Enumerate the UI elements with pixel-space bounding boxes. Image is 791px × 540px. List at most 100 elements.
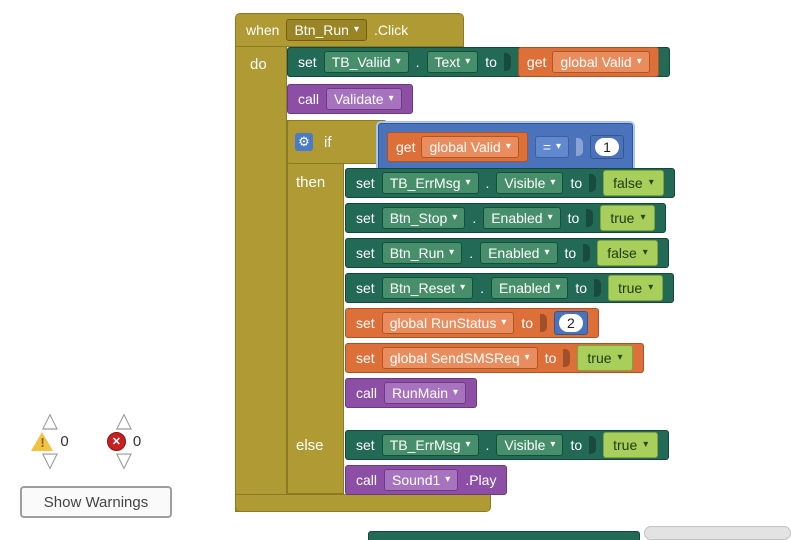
value-socket [576, 138, 584, 156]
dot-separator: . [485, 175, 490, 191]
partial-block-bottom-edge[interactable] [368, 531, 640, 540]
when-block-bottom[interactable] [235, 494, 491, 512]
variable-dropdown[interactable]: global Valid ▾ [421, 136, 519, 158]
to-keyword: to [567, 210, 580, 226]
logic-value-label: true [610, 210, 635, 226]
variable-dropdown[interactable]: global SendSMSReq ▾ [381, 347, 538, 369]
dropdown-caret-icon: ▾ [465, 439, 471, 450]
component-dropdown[interactable]: TB_ErrMsg ▾ [381, 434, 479, 456]
get-variable-block[interactable]: get global Valid ▾ [517, 47, 659, 77]
dropdown-caret-icon: ▾ [449, 247, 455, 258]
set-property-block[interactable]: set Btn_Stop ▾ . Enabled ▾ to true ▾ [345, 203, 667, 233]
set-variable-block[interactable]: set global RunStatus ▾ to 2 [345, 308, 599, 338]
get-variable-block[interactable]: get global Valid ▾ [387, 132, 528, 162]
dropdown-caret-icon: ▾ [445, 474, 451, 485]
warning-icon: ! [31, 431, 54, 451]
procedure-dropdown[interactable]: Validate ▾ [326, 88, 402, 110]
call-procedure-block[interactable]: call RunMain ▾ [345, 378, 478, 408]
value-socket [540, 314, 548, 332]
logic-value-label: true [613, 437, 638, 453]
number-value[interactable]: 2 [559, 314, 583, 332]
set-keyword: set [356, 210, 375, 226]
set-property-block[interactable]: set TB_ErrMsg ▾ . Visible ▾ to false ▾ [345, 168, 675, 198]
logic-value-block[interactable]: true ▾ [600, 205, 656, 231]
dropdown-caret-icon: ▾ [465, 177, 471, 188]
component-dropdown[interactable]: TB_Valiid ▾ [323, 51, 409, 73]
component-dropdown[interactable]: Btn_Stop ▾ [381, 207, 466, 229]
dropdown-caret-icon: ▾ [636, 56, 642, 67]
call-procedure-block[interactable]: call Validate ▾ [287, 84, 413, 114]
property-dropdown[interactable]: Visible ▾ [496, 172, 564, 194]
operator-dropdown[interactable]: = ▾ [534, 136, 570, 158]
component-dropdown[interactable]: TB_ErrMsg ▾ [381, 172, 479, 194]
component-label: TB_ErrMsg [389, 175, 461, 191]
number-block[interactable]: 2 [554, 311, 588, 335]
dropdown-caret-icon: ▾ [556, 141, 562, 152]
comparison-block[interactable]: get global Valid ▾ = ▾ 1 [378, 123, 633, 171]
collapse-down-arrow-icon[interactable]: ▽ [115, 448, 133, 472]
dropdown-caret-icon: ▾ [640, 212, 646, 223]
variable-label: global SendSMSReq [389, 350, 520, 366]
if-label: if [324, 134, 332, 151]
dropdown-caret-icon: ▾ [617, 352, 623, 363]
set-keyword: set [356, 245, 375, 261]
procedure-label: RunMain [392, 385, 449, 401]
warning-count: 0 [60, 432, 69, 450]
collapse-up-arrow-icon[interactable]: △ [41, 409, 59, 432]
set-variable-block[interactable]: set global SendSMSReq ▾ to true ▾ [345, 343, 644, 373]
to-keyword: to [521, 315, 534, 331]
variable-dropdown[interactable]: global Valid ▾ [552, 51, 650, 73]
call-method-block[interactable]: call Sound1 ▾ .Play [345, 465, 508, 495]
set-keyword: set [356, 280, 375, 296]
dropdown-caret-icon: ▾ [395, 56, 401, 67]
set-property-block[interactable]: set Btn_Run ▾ . Enabled ▾ to false ▾ [345, 238, 669, 268]
to-keyword: to [570, 437, 583, 453]
set-keyword: set [356, 315, 375, 331]
event-component-dropdown[interactable]: Btn_Run ▾ [286, 19, 367, 41]
property-dropdown[interactable]: Text ▾ [426, 51, 479, 73]
set-keyword: set [298, 54, 317, 70]
variable-dropdown[interactable]: global RunStatus ▾ [381, 312, 515, 334]
show-warnings-button[interactable]: Show Warnings [20, 486, 172, 518]
number-block[interactable]: 1 [590, 135, 624, 159]
call-keyword: call [298, 91, 320, 107]
logic-value-block[interactable]: true ▾ [577, 345, 633, 371]
logic-value-block[interactable]: true ▾ [603, 432, 659, 458]
property-dropdown[interactable]: Enabled ▾ [483, 207, 561, 229]
property-dropdown[interactable]: Enabled ▾ [480, 242, 558, 264]
logic-value-label: true [587, 350, 612, 366]
property-dropdown[interactable]: Visible ▾ [496, 434, 564, 456]
number-value[interactable]: 1 [595, 138, 619, 156]
logic-value-block[interactable]: true ▾ [608, 275, 664, 301]
logic-value-label: true [618, 280, 643, 296]
dropdown-caret-icon: ▾ [544, 247, 550, 258]
component-dropdown[interactable]: Sound1 ▾ [384, 469, 459, 491]
collapse-down-arrow-icon[interactable]: ▽ [41, 448, 59, 472]
procedure-dropdown[interactable]: RunMain ▾ [384, 382, 467, 404]
when-event-block[interactable]: when Btn_Run ▾ .Click [235, 13, 464, 47]
logic-value-label: false [613, 175, 643, 191]
logic-value-block[interactable]: false ▾ [603, 170, 664, 196]
property-dropdown[interactable]: Enabled ▾ [490, 277, 569, 299]
value-socket [589, 174, 597, 192]
mutator-gear-icon[interactable]: ⚙ [295, 133, 313, 151]
component-dropdown[interactable]: Btn_Reset ▾ [381, 277, 474, 299]
get-keyword: get [396, 139, 416, 155]
dropdown-caret-icon: ▾ [547, 212, 553, 223]
collapse-up-arrow-icon[interactable]: △ [115, 409, 133, 432]
value-socket [589, 436, 597, 454]
get-keyword: get [526, 54, 547, 70]
logic-value-block[interactable]: false ▾ [597, 240, 658, 266]
property-label: Text [434, 54, 461, 70]
when-block-spine[interactable] [235, 46, 287, 512]
set-property-block[interactable]: set Btn_Reset ▾ . Enabled ▾ to true ▾ [345, 273, 675, 303]
dropdown-caret-icon: ▾ [648, 177, 654, 188]
set-property-block[interactable]: set TB_ErrMsg ▾ . Visible ▾ to true ▾ [345, 430, 670, 460]
variable-label: global RunStatus [389, 315, 497, 331]
set-property-block[interactable]: set TB_Valiid ▾ . Text ▾ to get global V… [287, 47, 670, 77]
if-block-spine[interactable] [287, 120, 344, 494]
to-keyword: to [544, 350, 557, 366]
component-dropdown[interactable]: Btn_Run ▾ [381, 242, 463, 264]
horizontal-scrollbar-thumb[interactable] [644, 526, 791, 540]
